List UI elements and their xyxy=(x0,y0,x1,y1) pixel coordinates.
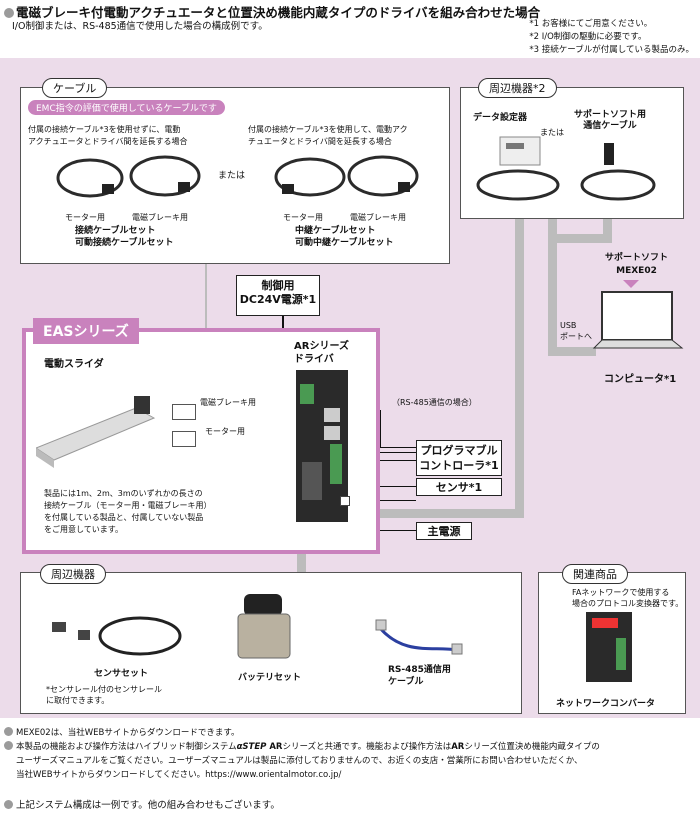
rs485-cable-image xyxy=(375,619,463,655)
brake-label-left: 電磁ブレーキ用 xyxy=(132,213,188,222)
sensor-box: センサ*1 xyxy=(416,478,502,496)
battery-set-image xyxy=(237,594,291,659)
bullet-icon xyxy=(4,8,14,18)
driver-label: ARシリーズ ドライバ xyxy=(294,341,349,365)
connector-icon xyxy=(178,182,190,192)
cable-left-desc: 付属の接続ケーブル*3を使用せずに、電動 アクチュエータとドライバ間を延長する場… xyxy=(28,125,188,146)
sensor-set-label: センサセット xyxy=(94,669,149,679)
related-desc: FAネットワークで使用する 場合のプロトコル変換器です。 xyxy=(572,588,684,608)
dc24v-power-box: 制御用 DC24V電源*1 xyxy=(236,275,320,316)
main-power-box: 主電源 xyxy=(416,522,472,540)
brake-label-right: 電磁ブレーキ用 xyxy=(350,213,406,222)
cable-or: または xyxy=(218,171,246,181)
footer-last: 上記システム構成は一例です。他の組み合わせもございます。 xyxy=(4,797,280,811)
related-label: 関連商品 xyxy=(562,564,628,584)
emc-badge: EMC指令の評価で使用しているケーブルです xyxy=(28,100,225,115)
bullet-icon xyxy=(4,800,13,809)
peripheral-top-image xyxy=(476,136,656,201)
extension-cable-image xyxy=(56,155,201,198)
rj45-connector-icon xyxy=(451,643,463,655)
page-subtitle: I/O制御または、RS-485通信で使用した場合の構成例です。 xyxy=(12,21,268,32)
usb-connector-icon xyxy=(604,143,614,165)
electric-slider-image xyxy=(36,396,156,468)
eas-description: 製品には1m、2m、3mのいずれかの長さの 接続ケーブル（モーター用・電磁ブレー… xyxy=(44,489,212,534)
network-converter-label: ネットワークコンバータ xyxy=(556,699,656,709)
battery-set-label: バッテリセット xyxy=(238,673,302,683)
page-title: 電磁ブレーキ付電動アクチュエータと位置決め機能内蔵タイプのドライバを組み合わせた… xyxy=(4,2,540,21)
cable-section xyxy=(20,87,450,264)
cable-section-label: ケーブル xyxy=(42,78,108,98)
footer: MEXE02は、当社WEBサイトからダウンロードできます。 本製品の機能および操… xyxy=(4,726,600,782)
usb-port-label: USB ポートへ xyxy=(560,321,592,341)
motor-cable-label: モーター用 xyxy=(205,427,245,436)
support-cable-label: サポートソフト用 通信ケーブル xyxy=(574,110,647,131)
peripheral-bottom-label: 周辺機器 xyxy=(40,564,106,584)
sensor-note: *センサレール付のセンサレール に取付できます。 xyxy=(46,685,162,705)
bullet-icon xyxy=(4,741,13,750)
connector-icon xyxy=(102,184,114,194)
rs485-note: （RS-485通信の場合） xyxy=(392,398,477,407)
bullet-icon xyxy=(4,727,13,736)
plc-box: プログラマブル コントローラ*1 xyxy=(416,440,502,476)
network-converter-image xyxy=(586,612,632,682)
ground-terminal xyxy=(340,496,350,506)
cable-set-right: 中継ケーブルセット 可動中継ケーブルセット xyxy=(295,226,394,248)
cable-right-desc: 付属の接続ケーブル*3を使用して、電動アク チュエータとドライバ間を延長する場合 xyxy=(248,125,408,146)
sensor-set-image xyxy=(52,616,182,656)
cable-set-left: 接続ケーブルセット 可動接続ケーブルセット xyxy=(75,226,174,248)
relay-cable-image xyxy=(274,155,419,197)
connector-icon xyxy=(282,184,294,194)
rs485-cable-label: RS-485通信用 ケーブル xyxy=(388,665,451,687)
motor-icon xyxy=(134,396,150,414)
notes: *1 お客様にてご用意ください。 *2 I/O制御の駆動に必要です。 *3 接続… xyxy=(529,19,694,55)
rj45-connector-icon xyxy=(375,619,387,631)
support-soft: サポートソフト MEXE02 xyxy=(605,253,669,276)
peripheral-top-label: 周辺機器*2 xyxy=(478,78,557,98)
connector-icon xyxy=(398,182,410,192)
ar-driver-image xyxy=(296,370,348,522)
peripheral-or: または xyxy=(540,128,564,137)
brake-cable-label: 電磁ブレーキ用 xyxy=(200,398,256,407)
data-setter-icon xyxy=(499,136,541,166)
laptop-icon xyxy=(592,291,684,349)
arrow-down-icon xyxy=(623,280,639,288)
data-setter-label: データ設定器 xyxy=(473,113,528,123)
computer-label: コンピュータ*1 xyxy=(604,374,677,385)
slider-label: 電動スライダ xyxy=(44,359,104,370)
brake-connector xyxy=(172,404,196,420)
motor-label-left: モーター用 xyxy=(65,213,105,222)
eas-series-label: EASシリーズ xyxy=(33,318,139,344)
motor-connector xyxy=(172,431,196,447)
motor-label-right: モーター用 xyxy=(283,213,323,222)
